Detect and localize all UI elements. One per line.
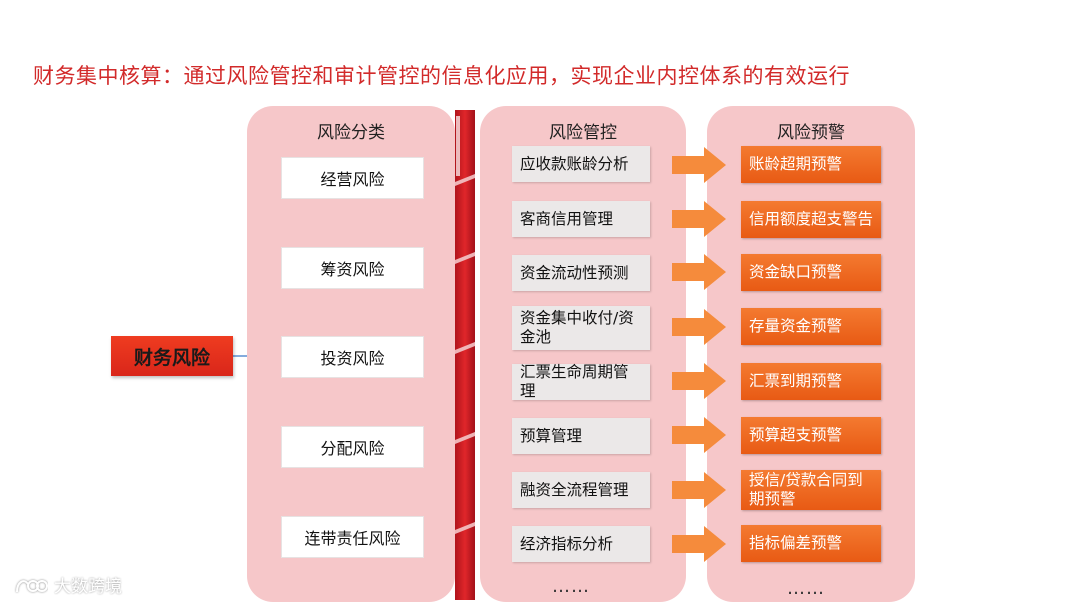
arrow-icon	[672, 417, 726, 453]
controls-more: ……	[552, 576, 590, 597]
control-item: 资金集中收付/资金池	[512, 306, 650, 350]
risk-type-item: 投资风险	[281, 336, 424, 378]
alert-item: 信用额度超支警告	[741, 201, 881, 238]
page-title: 财务集中核算：通过风险管控和审计管控的信息化应用，实现企业内控体系的有效运行	[33, 64, 850, 88]
alert-item: 资金缺口预警	[741, 254, 881, 291]
control-item: 应收款账龄分析	[512, 146, 650, 182]
arrow-icon	[672, 363, 726, 399]
risk-alerts-panel: 风险预警 账龄超期预警 信用额度超支警告 资金缺口预警 存量资金预警 汇票到期预…	[707, 106, 915, 602]
watermark: 大数跨境	[14, 572, 122, 597]
arrow-icon	[672, 526, 726, 562]
arrow-icon	[672, 147, 726, 183]
alert-item: 汇票到期预警	[741, 363, 881, 400]
risk-type-item: 经营风险	[281, 157, 424, 199]
risk-types-header: 风险分类	[317, 123, 385, 143]
divider-strip	[455, 110, 475, 600]
alerts-more: ……	[787, 578, 825, 599]
control-item: 预算管理	[512, 418, 650, 454]
alert-item: 指标偏差预警	[741, 525, 881, 562]
risk-controls-panel: 风险管控 应收款账龄分析 客商信用管理 资金流动性预测 资金集中收付/资金池 汇…	[480, 106, 686, 602]
risk-types-panel: 风险分类 经营风险 筹资风险 投资风险 分配风险 连带责任风险	[247, 106, 455, 602]
risk-controls-header: 风险管控	[549, 123, 617, 143]
main-risk-box: 财务风险	[111, 336, 233, 376]
risk-type-item: 连带责任风险	[281, 516, 424, 558]
arrow-icon	[672, 472, 726, 508]
control-item: 融资全流程管理	[512, 472, 650, 508]
risk-alerts-header: 风险预警	[777, 123, 845, 143]
watermark-text: 大数跨境	[54, 577, 122, 597]
watermark-logo-icon	[16, 579, 48, 592]
alert-item: 预算超支预警	[741, 417, 881, 454]
alert-item: 账龄超期预警	[741, 146, 881, 183]
control-item: 客商信用管理	[512, 201, 650, 237]
arrow-icon	[672, 254, 726, 290]
arrow-icon	[672, 309, 726, 345]
alert-item: 授信/贷款合同到期预警	[741, 470, 881, 510]
arrow-icon	[672, 201, 726, 237]
risk-type-item: 分配风险	[281, 426, 424, 468]
control-item: 经济指标分析	[512, 526, 650, 562]
alert-item: 存量资金预警	[741, 308, 881, 345]
risk-type-item: 筹资风险	[281, 247, 424, 289]
control-item: 汇票生命周期管理	[512, 363, 650, 400]
control-item: 资金流动性预测	[512, 255, 650, 291]
